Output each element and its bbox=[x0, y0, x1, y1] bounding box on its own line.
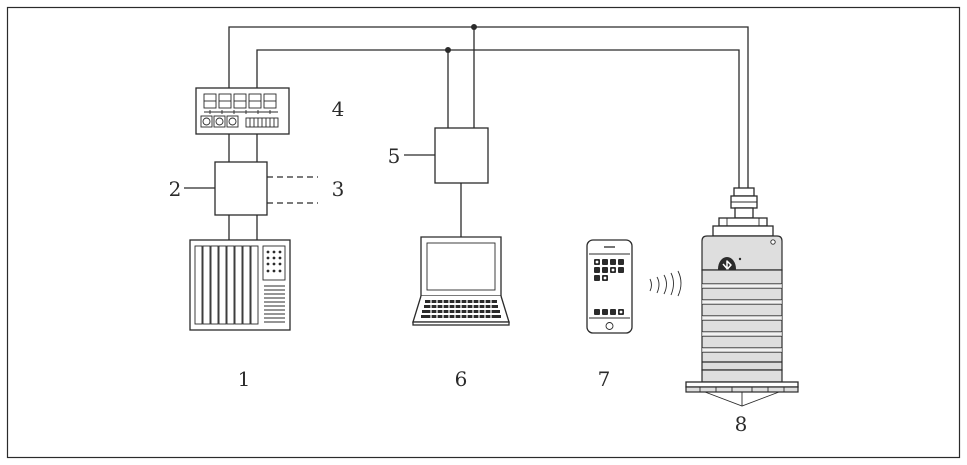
diagram-frame bbox=[6, 6, 961, 459]
callout-6: 6 bbox=[455, 367, 468, 391]
plc-unit bbox=[189, 239, 291, 331]
callout-2: 2 bbox=[169, 177, 182, 201]
radar-level-sensor bbox=[685, 187, 799, 407]
process-display-unit bbox=[195, 87, 290, 135]
callout-8: 8 bbox=[735, 412, 748, 436]
callout-7: 7 bbox=[598, 367, 611, 391]
two-wire-loop-wiring bbox=[228, 24, 749, 240]
callout-3: 3 bbox=[332, 177, 345, 201]
callout-1: 1 bbox=[238, 367, 251, 391]
callout-4: 4 bbox=[332, 97, 345, 121]
callout-5: 5 bbox=[388, 144, 401, 168]
smartphone bbox=[586, 239, 633, 334]
power-supply-box bbox=[184, 161, 318, 216]
wireless-signal-icon bbox=[649, 270, 682, 297]
laptop-computer bbox=[412, 236, 510, 326]
modem-box bbox=[404, 127, 489, 184]
